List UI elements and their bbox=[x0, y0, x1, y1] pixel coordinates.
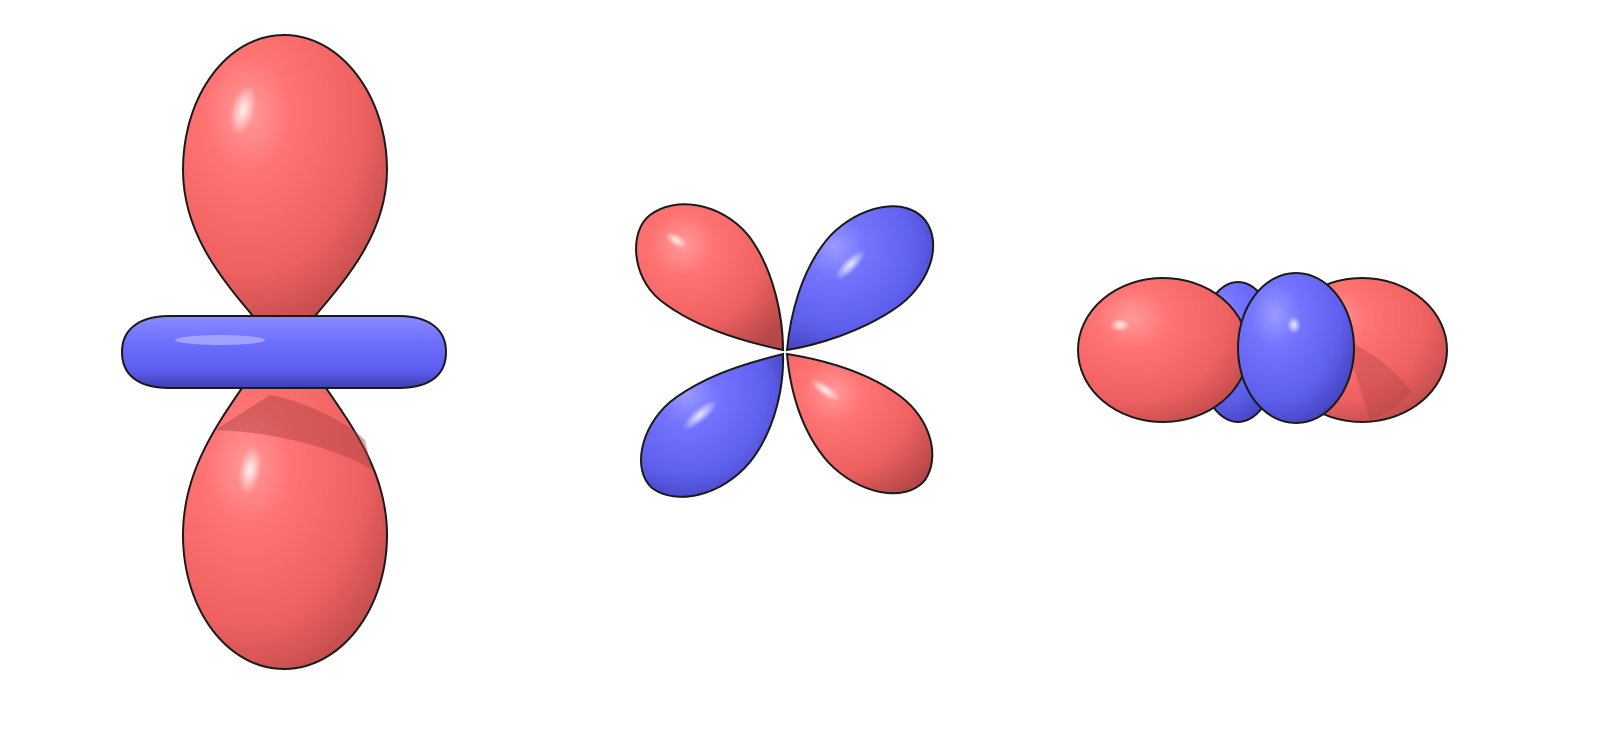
orbital-dz2 bbox=[120, 33, 448, 671]
upper-left-positive-lobe bbox=[635, 203, 785, 352]
negative-torus bbox=[120, 315, 448, 389]
orbital-cloverleaf bbox=[635, 203, 935, 498]
upper-right-negative-lobe bbox=[785, 205, 935, 352]
front-negative-lobe bbox=[1237, 272, 1355, 424]
lower-left-negative-lobe bbox=[640, 352, 785, 498]
lower-positive-lobe bbox=[181, 387, 389, 671]
orbital-edge-on bbox=[1077, 272, 1448, 424]
lower-right-positive-lobe bbox=[785, 352, 934, 495]
upper-positive-lobe bbox=[181, 33, 389, 317]
left-positive-lobe bbox=[1077, 277, 1249, 423]
